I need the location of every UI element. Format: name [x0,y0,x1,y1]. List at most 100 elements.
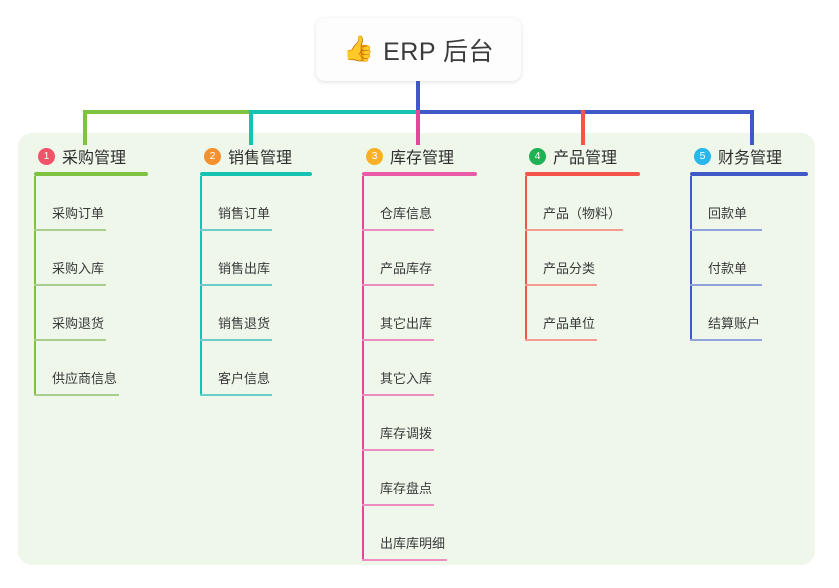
branch-item-rule [362,339,434,341]
connector-drop-2 [249,110,253,145]
branch-column-5: 5 财务管理回款单付款单结算账户 [690,145,839,341]
branch-item-label: 回款单 [708,206,748,221]
branch-item[interactable]: 供应商信息 [34,341,188,396]
branch-item-list: 产品（物料） 产品分类产品单位 [525,176,680,341]
branch-item[interactable]: 采购入库 [34,231,188,286]
branch-item[interactable]: 销售退货 [200,286,352,341]
branch-item-rule [34,394,119,396]
branch-item[interactable]: 产品（物料） [525,176,680,231]
root-stem-line [416,81,420,114]
branch-item[interactable]: 库存调拨 [362,396,517,451]
branch-header-1[interactable]: 1 采购管理 [34,145,188,167]
branch-title: 销售管理 [228,150,293,167]
branch-item-rule [34,339,106,341]
branch-header-rule [34,172,148,176]
branch-item-label: 产品库存 [380,261,433,276]
branch-item[interactable]: 出库库明细 [362,506,517,561]
branch-item[interactable]: 客户信息 [200,341,352,396]
branch-header-4[interactable]: 4 产品管理 [525,145,680,167]
branch-item[interactable]: 回款单 [690,176,839,231]
branch-item-label: 采购退货 [52,316,105,331]
branch-item-rule [690,339,762,341]
branch-item[interactable]: 采购退货 [34,286,188,341]
branch-spine-line [525,176,527,341]
branch-header-rule [525,172,640,176]
branch-item[interactable]: 结算账户 [690,286,839,341]
branch-item-label: 产品分类 [543,261,596,276]
branch-item[interactable]: 其它入库 [362,341,517,396]
branch-item-label: 客户信息 [218,371,271,386]
branch-spine-line [362,176,364,561]
branch-item-list: 仓库信息产品库存其它出库其它入库库存调拨库存盘点出库库明细 [362,176,517,561]
branch-column-4: 4 产品管理产品（物料） 产品分类产品单位 [525,145,680,341]
branch-number-badge: 4 [529,147,546,165]
branch-item-rule [362,559,447,561]
branch-item[interactable]: 仓库信息 [362,176,517,231]
branch-item-label: 销售出库 [218,261,271,276]
branch-item-rule [362,284,434,286]
branch-number-badge: 3 [366,147,383,165]
branch-item-rule [34,229,106,231]
branch-item-rule [690,229,762,231]
branch-header-rule [362,172,477,176]
branch-header-2[interactable]: 2 销售管理 [200,145,352,167]
connector-drop-3 [416,110,420,145]
branch-header-rule [690,172,808,176]
branch-title: 库存管理 [390,150,455,167]
branch-item-rule [34,284,106,286]
branch-item-list: 回款单付款单结算账户 [690,176,839,341]
branch-item-rule [362,394,434,396]
branch-item[interactable]: 产品单位 [525,286,680,341]
branch-header-3[interactable]: 3 库存管理 [362,145,517,167]
branch-item-label: 采购订单 [52,206,105,221]
connector-drop-1 [83,110,87,145]
branch-item-label: 其它入库 [380,371,433,386]
branch-item-label: 产品（物料） [543,206,622,221]
branch-item-rule [525,229,623,231]
root-node-label: ERP 后台 [383,37,495,66]
branch-spine-line [34,176,36,396]
branch-title: 产品管理 [553,150,618,167]
branch-number-badge: 1 [38,147,55,165]
branch-item-label: 其它出库 [380,316,433,331]
branch-item-label: 销售退货 [218,316,271,331]
connector-segment-green [83,110,253,114]
branch-title: 财务管理 [718,150,783,167]
branch-item-label: 供应商信息 [52,371,118,386]
branch-item-label: 仓库信息 [380,206,433,221]
connector-drop-4 [581,110,585,145]
connector-drop-5 [750,110,754,145]
branch-column-1: 1 采购管理采购订单采购入库采购退货供应商信息 [34,145,188,396]
branch-item[interactable]: 其它出库 [362,286,517,341]
branch-item-label: 出库库明细 [380,536,446,551]
branch-item[interactable]: 销售出库 [200,231,352,286]
branch-item[interactable]: 库存盘点 [362,451,517,506]
branch-item-list: 销售订单销售出库销售退货客户信息 [200,176,352,396]
branch-item-list: 采购订单采购入库采购退货供应商信息 [34,176,188,396]
branch-item-label: 库存盘点 [380,481,433,496]
diagram-background-panel [18,133,815,565]
branch-item-label: 采购入库 [52,261,105,276]
branch-column-2: 2 销售管理销售订单销售出库销售退货客户信息 [200,145,352,396]
branch-item-label: 销售订单 [218,206,271,221]
connector-segment-teal [249,110,420,114]
branch-title: 采购管理 [62,150,127,167]
branch-number-badge: 5 [694,147,711,165]
thumbs-up-icon: 👍 [342,35,375,63]
branch-column-3: 3 库存管理仓库信息产品库存其它出库其它入库库存调拨库存盘点出库库明细 [362,145,517,561]
branch-item-rule [362,449,434,451]
branch-item-label: 付款单 [708,261,748,276]
branch-item-label: 结算账户 [708,316,761,331]
branch-item[interactable]: 产品分类 [525,231,680,286]
branch-header-5[interactable]: 5 财务管理 [690,145,839,167]
branch-item-rule [690,284,762,286]
root-node[interactable]: 👍 ERP 后台 [316,18,521,81]
branch-item-rule [200,284,272,286]
branch-item[interactable]: 销售订单 [200,176,352,231]
branch-item[interactable]: 产品库存 [362,231,517,286]
branch-item[interactable]: 付款单 [690,231,839,286]
branch-item[interactable]: 采购订单 [34,176,188,231]
branch-item-rule [362,229,434,231]
branch-number-badge: 2 [204,147,221,165]
